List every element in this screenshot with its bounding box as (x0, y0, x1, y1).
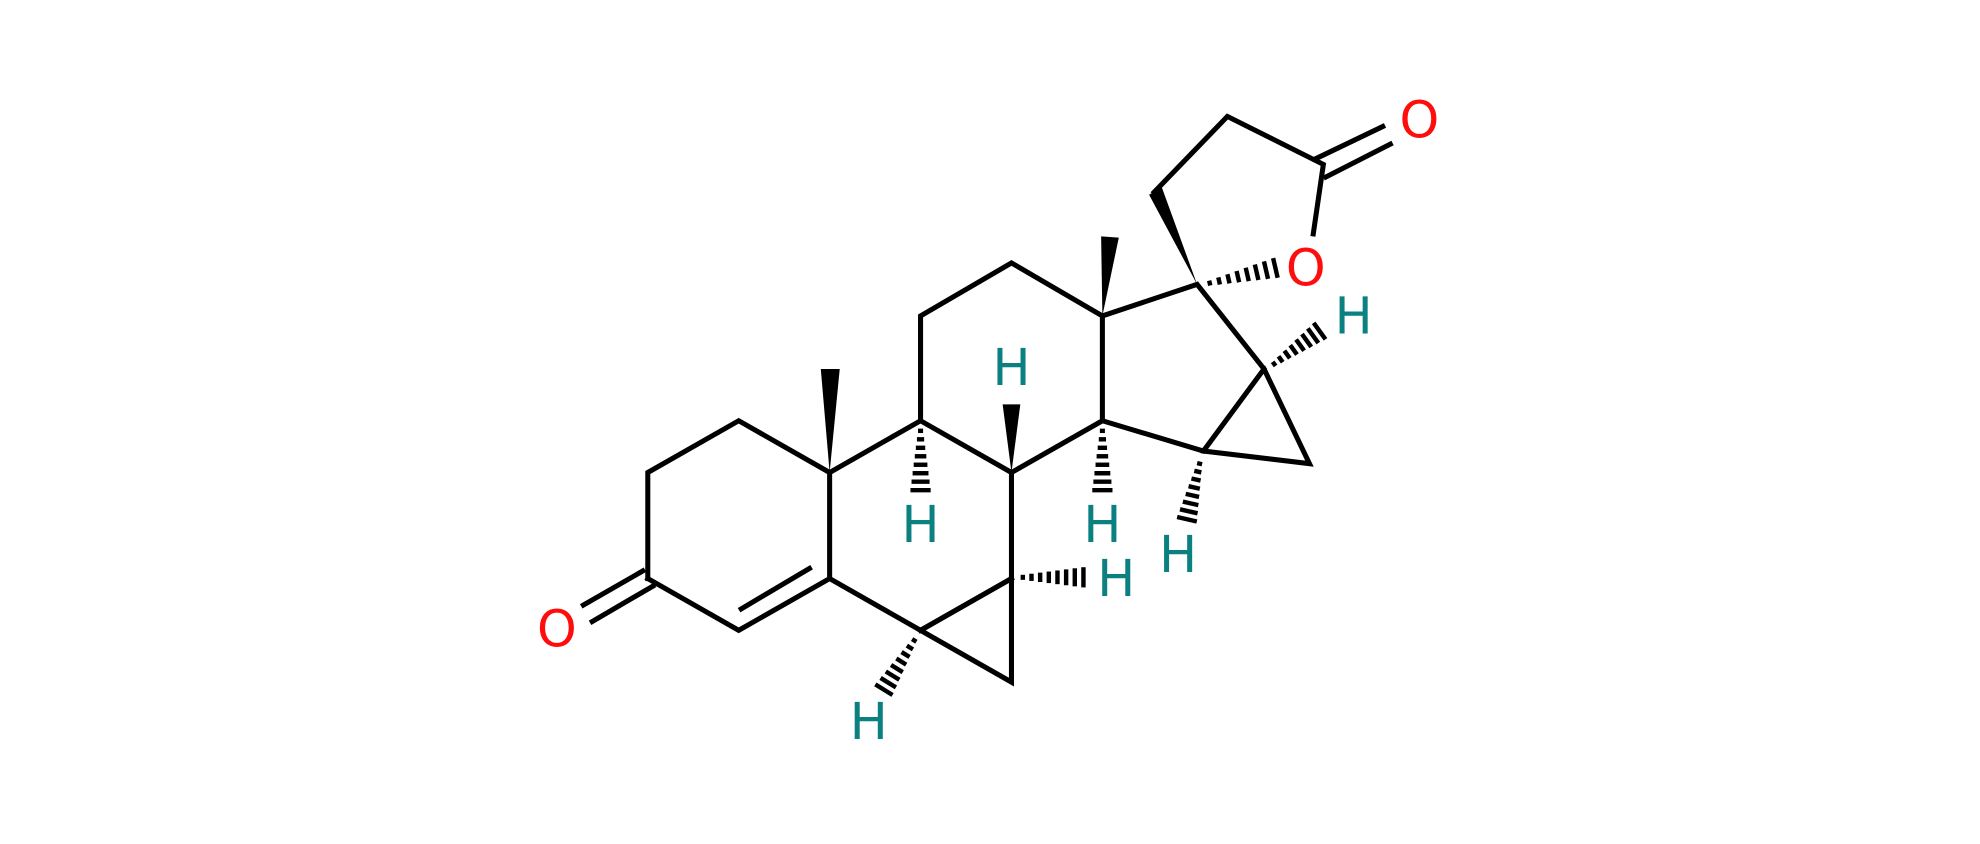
hash-h-c16 (1300, 332, 1314, 349)
cyclopropane-d (1200, 365, 1314, 467)
hash-h-c6 (910, 637, 918, 644)
hash-h-c16 (1294, 338, 1306, 353)
hash-h-c6 (900, 650, 911, 659)
oxygen-ketone: O (537, 600, 577, 659)
hash-o-lactone (1261, 260, 1271, 280)
hash-h-c15 (1188, 484, 1201, 491)
hash-h-c6 (879, 676, 898, 690)
ring-b (826, 417, 1014, 634)
hash-h-c15 (1179, 507, 1199, 516)
oxygen-lactone-carbonyl: O (1399, 91, 1439, 150)
hash-h-c15 (1176, 514, 1198, 524)
wedge-methyl-c13 (1101, 236, 1119, 316)
ketone-double-bond-2 (588, 582, 657, 625)
hash-h-c16 (1311, 321, 1328, 341)
lactone-ring (1150, 113, 1327, 237)
oxygen-lactone-ring: O (1286, 238, 1326, 297)
hash-h-c15 (1185, 491, 1200, 500)
hydrogen-c16: H (1335, 286, 1373, 345)
wedge-methyl-c10 (820, 368, 840, 473)
hash-h-c16 (1306, 327, 1321, 345)
bonds (579, 113, 1394, 697)
wedge-h-c8 (1002, 404, 1021, 473)
cyclopropane-b-bond (917, 575, 1015, 634)
hash-h-c6 (905, 643, 915, 652)
hash-h-c16 (1276, 355, 1285, 364)
hydrogen-c8: H (992, 338, 1030, 397)
hash-h-c15 (1193, 468, 1202, 475)
cyclopropane-b (917, 576, 1014, 687)
wedge-c17-c20 (1149, 187, 1198, 285)
hash-o-lactone (1206, 280, 1213, 287)
hash-h-c6 (889, 663, 904, 675)
hash-o-lactone (1252, 264, 1261, 281)
hydrogen-c14: H (1083, 495, 1121, 554)
hash-h-c15 (1182, 499, 1199, 508)
ketone-double-bond-1 (579, 567, 647, 609)
hydrogen-c7: H (1097, 549, 1135, 608)
hash-h-c6 (874, 682, 894, 697)
ring-d (1099, 281, 1268, 454)
hash-o-lactone (1216, 276, 1223, 285)
hash-h-c16 (1288, 343, 1299, 356)
hash-h-c16 (1282, 349, 1292, 360)
hydrogen-c15: H (1159, 525, 1197, 584)
hash-h-c6 (895, 656, 908, 667)
hash-o-lactone (1225, 273, 1232, 284)
hash-o-lactone (1270, 257, 1280, 279)
atom-labels: O O O H H H H H H H (537, 91, 1439, 751)
hash-o-lactone (1234, 270, 1242, 283)
ring-c (918, 259, 1105, 476)
hash-h-c15 (1196, 460, 1203, 467)
hash-h-c6 (884, 669, 901, 682)
double-bond-c4-c5-inner (737, 565, 813, 613)
lactone-carbonyl-2 (1322, 140, 1394, 181)
hydrogen-c6: H (850, 692, 888, 751)
hash-bonds (874, 257, 1328, 697)
hash-h-c15 (1190, 476, 1202, 483)
hash-h-c16 (1270, 360, 1278, 368)
ring-a (644, 417, 833, 634)
lactone-carbonyl-1 (1313, 123, 1387, 162)
hash-o-lactone (1243, 267, 1251, 282)
hydrogen-c9: H (902, 495, 940, 554)
